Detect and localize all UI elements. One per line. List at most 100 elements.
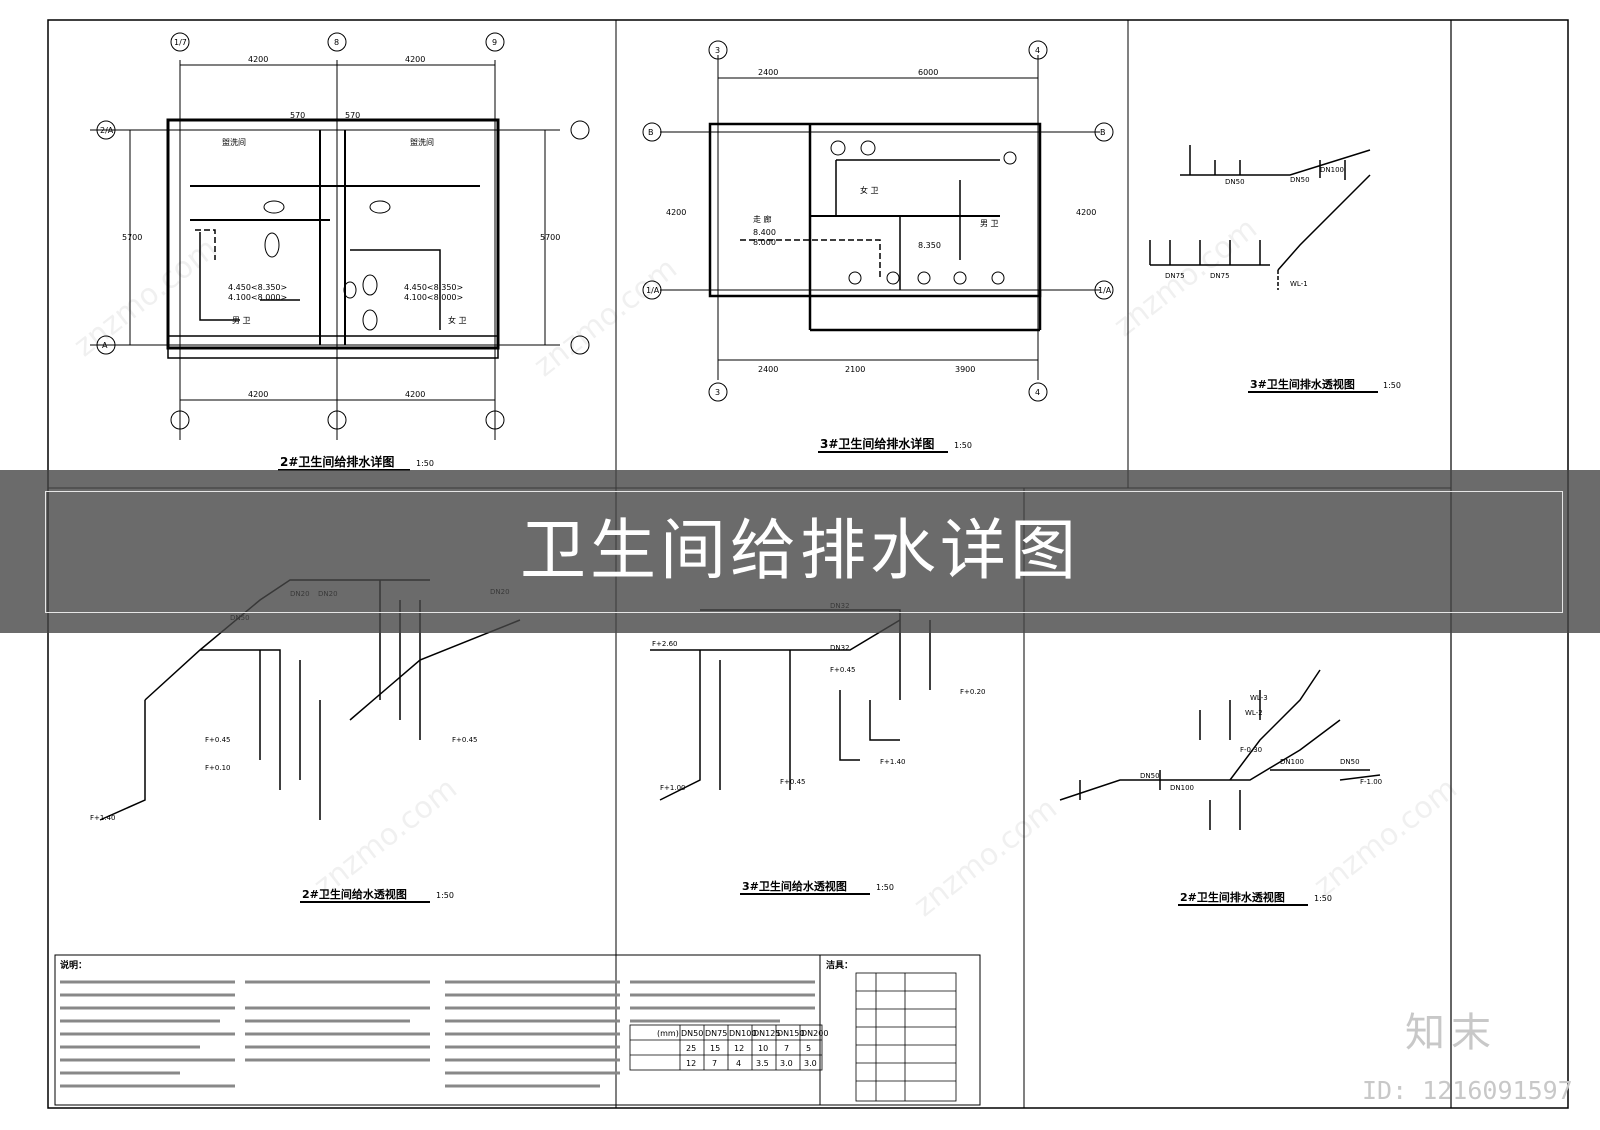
- drawing-title-3-supply: 3#卫生间给水透视图: [742, 879, 847, 893]
- drawing-label: 3900: [955, 365, 975, 374]
- drawing-label: 10: [758, 1044, 768, 1053]
- dim-label: 570: [345, 111, 360, 120]
- plan-3-drawing: [642, 40, 1114, 402]
- axis-label: A: [102, 341, 108, 350]
- drawing-label: 3.0: [804, 1059, 817, 1068]
- room-label: 盥洗间: [410, 137, 434, 147]
- drawing-label: 4: [1035, 388, 1040, 397]
- room-label: 男 卫: [232, 316, 251, 325]
- plan-2-drawing: [90, 32, 590, 440]
- drawing-title-2-supply: 2#卫生间给水透视图: [302, 887, 407, 901]
- svg-text:DN50: DN50: [1290, 176, 1310, 184]
- drawing-label: DN75: [705, 1029, 727, 1038]
- drawing-scale: 1:50: [1383, 381, 1401, 390]
- drawing-label: 2400: [758, 365, 778, 374]
- drawing-label: 1/A: [1098, 286, 1112, 295]
- drawing-label: B: [1100, 128, 1106, 137]
- svg-text:F+1.40: F+1.40: [90, 814, 115, 822]
- svg-text:F+0.45: F+0.45: [452, 736, 477, 744]
- drawing-label: 3: [715, 46, 720, 55]
- plan-3-labels: 3 4 3 4 B 1/A B 1/A 2400 6000 2400 2100 …: [646, 46, 1112, 397]
- level-label: 4.100<8.000>: [404, 293, 463, 302]
- title-banner-frame: [45, 491, 1563, 613]
- axis-label: 8: [334, 38, 339, 47]
- notes-block: 说明： 洁具： (mm) DN50 DN75 DN100 DN125 DN150…: [54, 954, 981, 1106]
- axis-label: 2/A: [100, 126, 114, 135]
- drawing-scale: 1:50: [416, 459, 434, 468]
- iso-drain-2: [1059, 669, 1381, 830]
- level-label: 4.100<8.000>: [228, 293, 287, 302]
- drawing-title-2-drain: 2#卫生间排水透视图: [1180, 890, 1285, 904]
- drawing-label: 走 廊: [753, 214, 772, 224]
- drawing-label: 3: [715, 388, 720, 397]
- drawing-label: 3.5: [756, 1059, 769, 1068]
- svg-text:WL-3: WL-3: [1250, 694, 1268, 702]
- dim-label: 4200: [405, 55, 425, 64]
- svg-text:F+0.45: F+0.45: [780, 778, 805, 786]
- svg-text:DN32: DN32: [830, 644, 850, 652]
- drawing-label: B: [648, 128, 654, 137]
- resource-id: ID: 1216091597: [1362, 1076, 1573, 1105]
- drawing-label: 4200: [1076, 208, 1096, 217]
- drawing-label: 1/A: [646, 286, 660, 295]
- drawing-title-3-drain: 3#卫生间排水透视图: [1250, 377, 1355, 391]
- svg-text:DN50: DN50: [1140, 772, 1160, 780]
- svg-text:F+0.45: F+0.45: [830, 666, 855, 674]
- iso-drain-3: [1149, 145, 1371, 290]
- svg-text:DN75: DN75: [1210, 272, 1230, 280]
- dim-label: 5700: [540, 233, 560, 242]
- drawing-label: 8.400: [753, 228, 776, 237]
- drawing-label: 3.0: [780, 1059, 793, 1068]
- drawing-label: 4: [736, 1059, 741, 1068]
- drawing-label: 8.000: [753, 238, 776, 247]
- svg-text:WL-2: WL-2: [1245, 709, 1263, 717]
- brand-logo: 知末: [1405, 1010, 1497, 1056]
- drawing-scale: 1:50: [1314, 894, 1332, 903]
- svg-text:F+2.60: F+2.60: [652, 640, 677, 648]
- drawing-label: 12: [686, 1059, 696, 1068]
- drawing-label: DN125: [753, 1029, 780, 1038]
- dim-label: 5700: [122, 233, 142, 242]
- svg-text:WL-1: WL-1: [1290, 280, 1308, 288]
- iso-supply-3: [650, 609, 931, 801]
- svg-text:DN50: DN50: [1340, 758, 1360, 766]
- room-label: 盥洗间: [222, 137, 246, 147]
- svg-text:F-0.30: F-0.30: [1240, 746, 1262, 754]
- drawing-label: 12: [734, 1044, 744, 1053]
- level-label: 4.450<8.350>: [228, 283, 287, 292]
- svg-text:F+0.45: F+0.45: [205, 736, 230, 744]
- banner-title: 卫生间给排水详图: [520, 512, 1080, 589]
- drawing-label: 7: [712, 1059, 717, 1068]
- drawing-label: 25: [686, 1044, 696, 1053]
- drawing-label: 女 卫: [860, 185, 879, 195]
- svg-text:DN100: DN100: [1320, 166, 1344, 174]
- svg-text:F+1.40: F+1.40: [880, 758, 905, 766]
- svg-text:DN50: DN50: [1225, 178, 1245, 186]
- drawing-scale: 1:50: [436, 891, 454, 900]
- level-label: 4.450<8.350>: [404, 283, 463, 292]
- plan-2-labels: 1/7 8 9 2/A A 4200 4200 4200 4200 5700 5…: [100, 38, 560, 399]
- drawing-label: 8.350: [918, 241, 941, 250]
- drawing-label: (mm): [657, 1029, 679, 1038]
- dim-label: 4200: [405, 390, 425, 399]
- svg-text:F-1.00: F-1.00: [1360, 778, 1382, 786]
- drawing-label: 5: [806, 1044, 811, 1053]
- dim-label: 570: [290, 111, 305, 120]
- drawing-title-2-plan: 2#卫生间给排水详图: [280, 454, 394, 469]
- drawing-label: DN200: [801, 1029, 828, 1038]
- drawing-label: 7: [784, 1044, 789, 1053]
- svg-text:DN100: DN100: [1170, 784, 1194, 792]
- drawing-label: DN150: [777, 1029, 804, 1038]
- room-label: 女 卫: [448, 315, 467, 325]
- drawing-label: 2100: [845, 365, 865, 374]
- drawing-label: 2400: [758, 68, 778, 77]
- drawing-label: DN100: [729, 1029, 756, 1038]
- drawing-label: 6000: [918, 68, 938, 77]
- axis-label: 9: [492, 38, 497, 47]
- svg-text:F+0.20: F+0.20: [960, 688, 985, 696]
- notes-heading: 说明：: [60, 959, 87, 971]
- dim-label: 4200: [248, 55, 268, 64]
- drawing-label: 4200: [666, 208, 686, 217]
- drawing-label: DN50: [681, 1029, 703, 1038]
- legend-heading: 洁具：: [826, 959, 853, 971]
